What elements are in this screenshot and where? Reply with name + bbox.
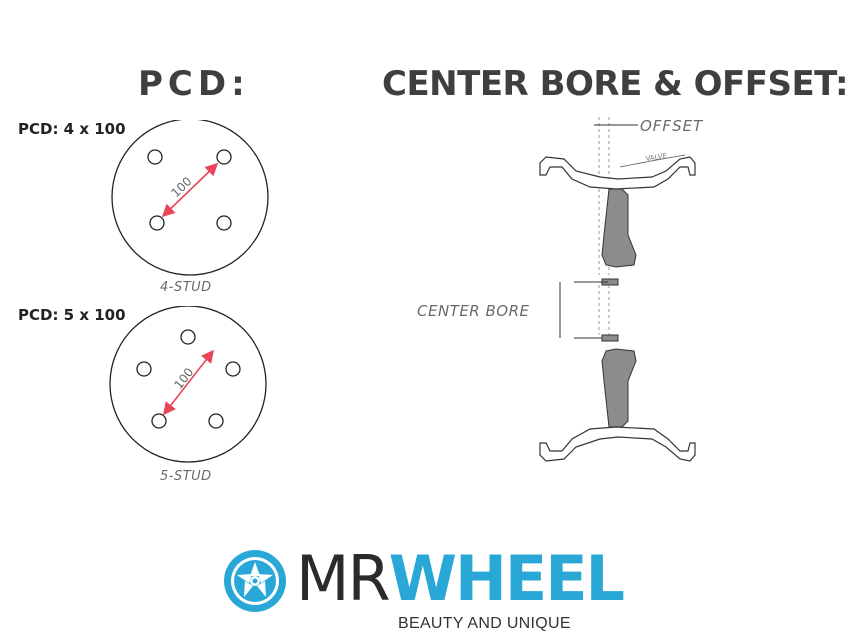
wheel-outline: [109, 306, 267, 463]
svg-text:VALVE: VALVE: [645, 152, 667, 163]
pcd-dimension-arrow: [163, 349, 214, 416]
lower-spoke-section: [601, 348, 637, 428]
pcd-5-caption: 5-STUD: [160, 469, 212, 484]
upper-rim-barrel: [539, 156, 696, 190]
logo-wheel: WHEEL: [388, 542, 625, 615]
pcd-5-dimension: 100: [171, 365, 196, 392]
brand-tagline: BEAUTY AND UNIQUE: [398, 615, 571, 632]
stud-hole: [149, 215, 165, 231]
wheel-outline: [111, 120, 269, 276]
stud-hole: [151, 413, 167, 429]
stud-hole: [208, 413, 224, 429]
stud-hole: [216, 215, 232, 231]
lower-rim-barrel: [539, 426, 696, 462]
brand-logo-text: MRWHEEL: [296, 542, 625, 615]
wheel-rim-icon: [224, 550, 286, 612]
stud-hole: [136, 361, 152, 377]
upper-spoke-section: [601, 188, 637, 268]
logo-mr: MR: [296, 542, 391, 615]
pcd-title: PCD:: [138, 64, 250, 104]
pcd-5-label: PCD: 5 x 100: [18, 306, 126, 324]
stud-hole: [147, 149, 163, 165]
center-bore-label: CENTER BORE: [417, 302, 530, 320]
pcd-4-label: PCD: 4 x 100: [18, 120, 126, 138]
pcd-4-dimension: 100: [168, 174, 194, 200]
offset-label: OFFSET: [640, 117, 704, 135]
wheel-cross-section-diagram: VALVE: [539, 117, 696, 462]
stud-hole: [225, 361, 241, 377]
stud-hole: [180, 329, 196, 345]
pcd-dimension-arrow: [161, 162, 219, 218]
center-bore-offset-title: CENTER BORE & OFFSET:: [382, 64, 849, 104]
pcd-4-caption: 4-STUD: [160, 280, 212, 295]
pcd-4-stud-diagram: 100: [111, 120, 269, 276]
stud-hole: [216, 149, 232, 165]
pcd-5-stud-diagram: 100: [109, 306, 267, 463]
